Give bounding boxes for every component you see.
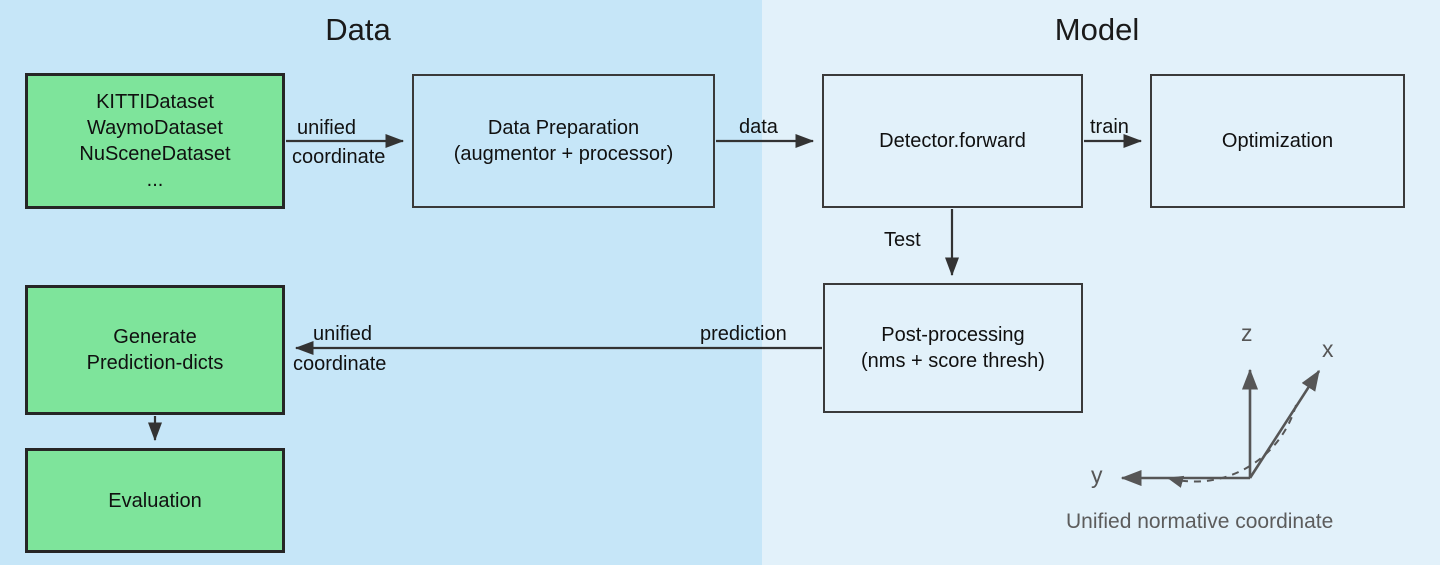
node-datasets[interactable]: KITTIDataset WaymoDataset NuSceneDataset… [25,73,285,209]
edge-label-unified-1: unified [297,117,356,139]
node-datasets-line-1: WaymoDataset [87,117,223,139]
node-generate-line-0: Generate [113,326,197,348]
node-data-preparation-line-1: (augmentor + processor) [453,143,674,165]
node-data-preparation[interactable]: Data Preparation (augmentor + processor) [412,74,715,208]
node-datasets-line-2: NuSceneDataset [79,143,231,165]
node-detector-forward[interactable]: Detector.forward [822,74,1083,208]
node-optimization-line-0: Optimization [1221,130,1334,152]
node-datasets-line-3: ... [146,169,164,191]
node-detector-forward-line-0: Detector.forward [879,130,1026,152]
node-datasets-line-0: KITTIDataset [96,91,214,113]
node-post-processing-line-0: Post-processing [881,324,1025,346]
node-generate-prediction-dicts[interactable]: Generate Prediction-dicts [25,285,285,415]
edge-label-prediction: prediction [700,323,787,345]
edge-label-coordinate-1: coordinate [292,146,386,168]
node-evaluation-line-0: Evaluation [108,489,202,512]
panel-model [762,0,1440,565]
node-post-processing[interactable]: Post-processing (nms + score thresh) [823,283,1083,413]
edge-label-coordinate-2: coordinate [293,353,387,375]
axis-label-y: y [1091,462,1103,488]
edge-label-unified-2: unified [313,323,372,345]
panel-title-model: Model [1054,12,1140,47]
node-generate-line-1: Prediction-dicts [86,352,224,374]
node-optimization[interactable]: Optimization [1150,74,1405,208]
axis-label-z: z [1241,320,1253,346]
node-evaluation[interactable]: Evaluation [25,448,285,553]
edge-label-train: train [1090,116,1129,138]
axis-caption: Unified normative coordinate [1066,510,1334,533]
panel-title-data: Data [325,12,391,47]
node-data-preparation-line-0: Data Preparation [487,117,640,139]
edge-label-test: Test [884,229,921,251]
edge-label-data: data [739,116,778,138]
axis-label-x: x [1322,336,1334,362]
node-post-processing-line-1: (nms + score thresh) [861,350,1045,372]
